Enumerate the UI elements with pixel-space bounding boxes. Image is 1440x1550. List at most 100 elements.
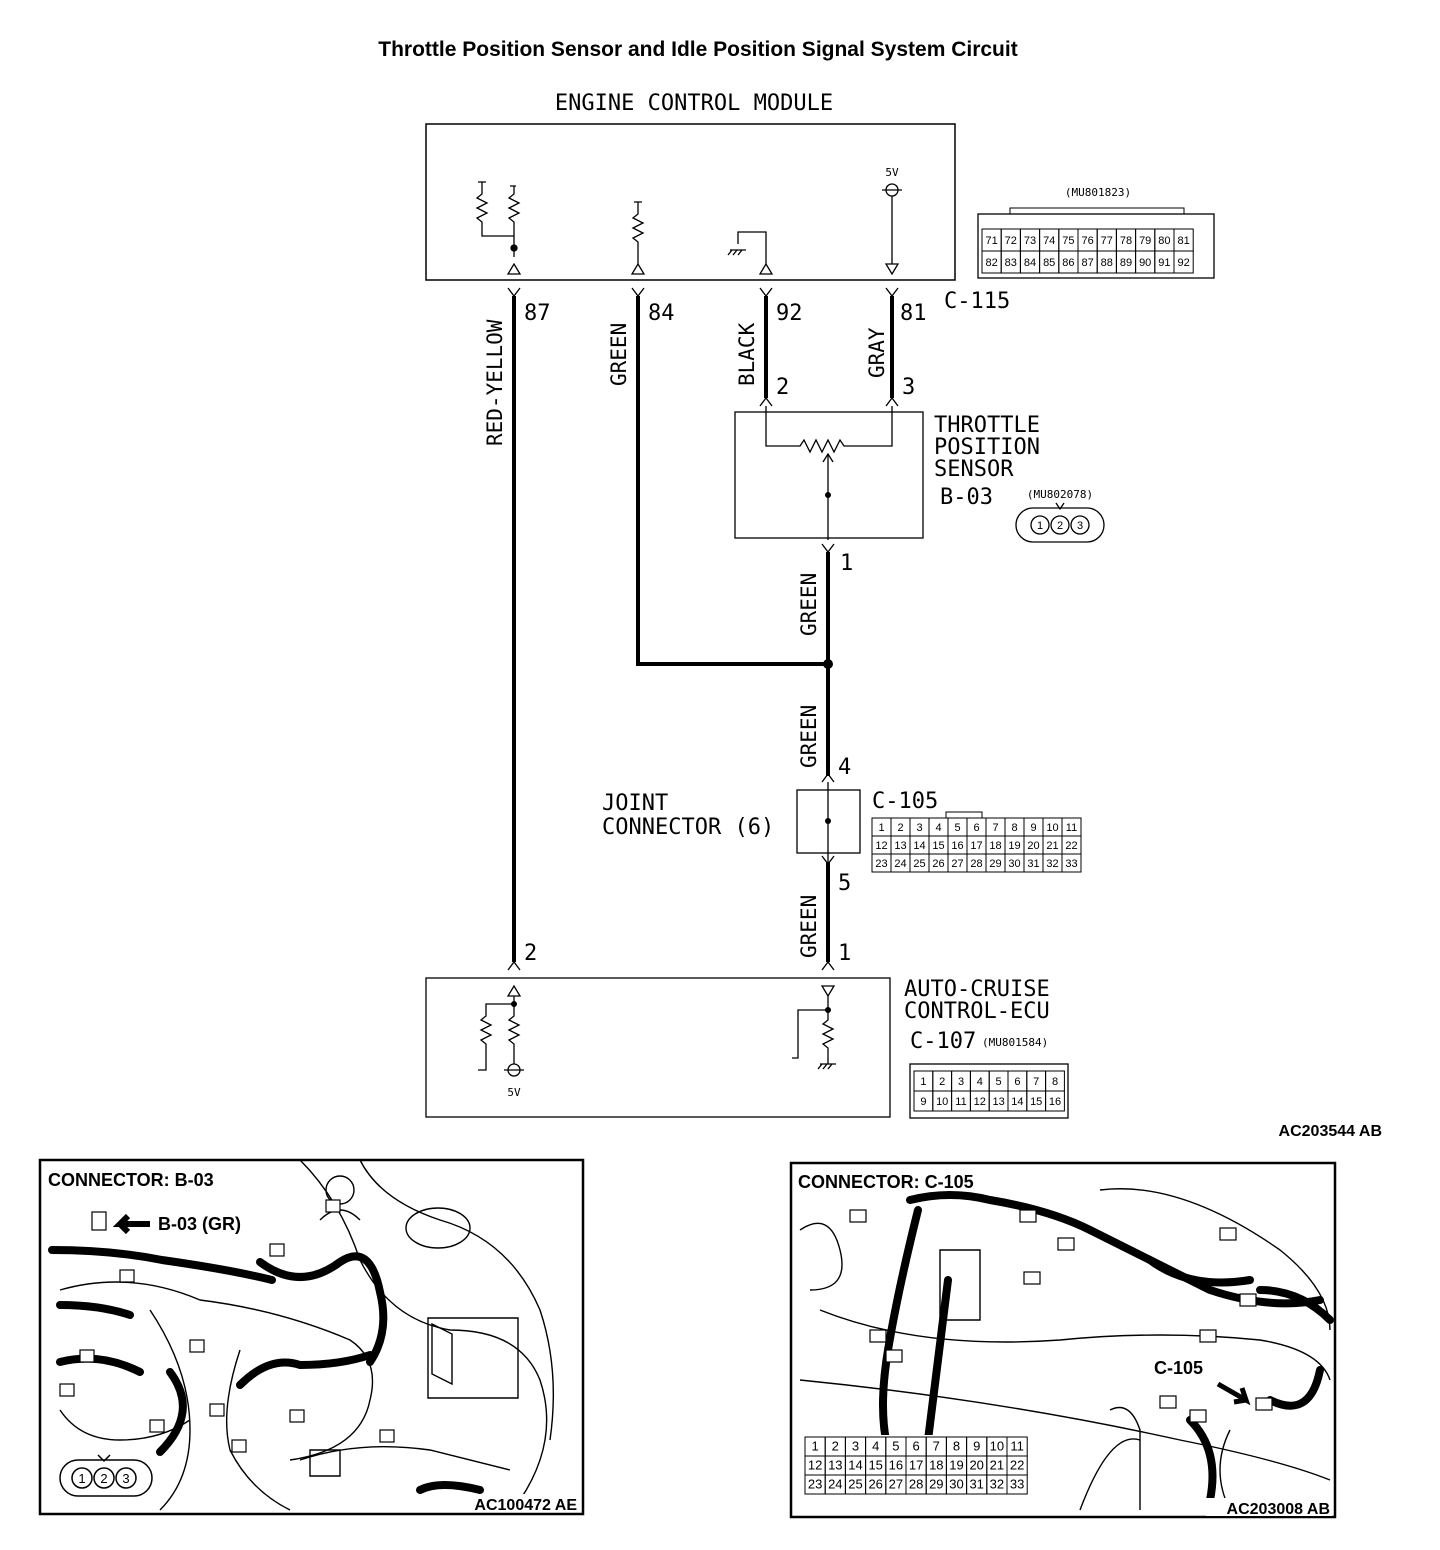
joint-connector-pin-label: 23 [875,858,887,870]
ecm-connector-pin-label: 78 [1120,235,1132,247]
ecm-internal-circuit [475,181,902,276]
joint-connector-pin-label: 26 [932,858,944,870]
c105-panel-connector-pin-label: 32 [990,1477,1004,1492]
wire-label-red-yellow: RED-YELLOW [483,319,507,446]
acc-5v-label: 5V [507,1086,521,1099]
joint-connector-pin-label: 33 [1065,858,1077,870]
acc-connector-pin-label: 1 [920,1076,926,1088]
joint-connector-pin-label: 25 [913,858,925,870]
ecm-connector-pin-label: 73 [1024,235,1036,247]
ecm-terminal-marks [507,287,899,298]
c105-panel-connector-pin-label: 19 [949,1458,963,1473]
joint-connector-pin-label: 13 [894,840,906,852]
tps-face-pin-3: 3 [1077,520,1083,532]
ecm-connector-pin-label: 76 [1081,235,1093,247]
joint-connector-pin-label: 8 [1011,822,1017,834]
c105-panel-connector-pin-label: 13 [828,1458,842,1473]
acc-connector-pin-label: 14 [1011,1096,1023,1108]
tps-face-pin-1: 1 [1037,520,1043,532]
acc-connector-pin-label: 6 [1014,1076,1020,1088]
tps-pin-1: 1 [840,551,853,576]
joint-pin-5: 5 [838,871,851,896]
c105-panel-connector-cell [1006,1474,1028,1495]
joint-connector-pin-label: 14 [913,840,925,852]
joint-connector-pin-label: 30 [1008,858,1020,870]
ecm-connector-pin-label: 85 [1043,257,1055,269]
ecm-connector-pin-label: 75 [1062,235,1074,247]
b03-face-pin-3: 3 [122,1471,129,1486]
acc-connector-pin-label: 11 [955,1096,966,1108]
ecm-part-number: (MU801823) [1065,186,1131,199]
c105-panel-connector-pin-label: 9 [973,1439,980,1454]
wire-label-gray: GRAY [865,327,889,378]
c105-panel-connector-pin-label: 24 [828,1477,842,1492]
wire-label-green-tps: GREEN [797,573,821,636]
c105-panel-connector-pin-label: 30 [949,1477,963,1492]
acc-connector-id: C-107 [910,1029,976,1054]
c105-panel-connector-pin-label: 22 [1010,1458,1024,1473]
joint-connector-pin-label: 17 [970,840,982,852]
page-title: Throttle Position Sensor and Idle Positi… [378,38,1017,61]
ecm-connector-pin-label: 81 [1177,235,1189,247]
c105-panel-connector-pin-label: 12 [808,1458,822,1473]
c105-panel-reference: AC203008 AB [1227,1501,1330,1518]
joint-connector-pin-label: 31 [1027,858,1039,870]
c105-panel-connector-pin-label: 23 [808,1477,822,1492]
c105-panel-connector-pin-label: 3 [852,1439,859,1454]
c105-panel-connector-pin-label: 28 [909,1477,923,1492]
joint-connector-pin-label: 29 [989,858,1001,870]
acc-connector-pin-label: 7 [1033,1076,1039,1088]
c105-panel-connector-pin-label: 20 [969,1458,983,1473]
joint-connector-id: C-105 [872,789,938,814]
c105-panel-connector-pin-label: 5 [892,1439,899,1454]
joint-connector-pin-label: 27 [951,858,963,870]
c105-panel-connector-pin-label: 11 [1010,1439,1024,1454]
tps-label-3: SENSOR [934,457,1014,482]
c105-panel-connector-pin-label: 1 [811,1439,818,1454]
ecm-pin-92: 92 [776,301,803,326]
wire-label-green-84: GREEN [607,323,631,386]
acc-label-1: AUTO-CRUISE [904,977,1050,1002]
acc-internal-circuit [478,984,836,1077]
b03-face-pin-2: 2 [100,1471,107,1486]
c105-panel-connector-pin-label: 17 [909,1458,923,1473]
c105-panel-connector-pin-label: 16 [889,1458,903,1473]
joint-connector-pin-label: 3 [916,822,922,834]
ecm-connector-pin-label: 92 [1177,257,1189,269]
c105-panel-connector-pin-label: 14 [848,1458,862,1473]
c105-panel-connector-pin-label: 15 [868,1458,882,1473]
joint-connector-pin-label: 19 [1008,840,1020,852]
joint-label-1: JOINT [602,791,668,816]
joint-connector-pin-label: 12 [875,840,887,852]
ecm-connector-pin-label: 82 [985,257,997,269]
ecm-connector-pin-label: 90 [1139,257,1151,269]
wire-label-black: BLACK [735,322,759,386]
joint-connector-pin-label: 7 [992,822,998,834]
c105-panel-connector-pin-label: 2 [832,1439,839,1454]
acc-connector-pin-label: 15 [1030,1096,1042,1108]
joint-connector-pin-label: 5 [954,822,960,834]
acc-part-number: (MU801584) [982,1036,1048,1049]
joint-connector-pin-label: 32 [1046,858,1058,870]
tps-label-1: THROTTLE [934,413,1040,438]
c105-panel-connector-pin-label: 7 [933,1439,940,1454]
ecm-label: ENGINE CONTROL MODULE [555,91,833,116]
b03-panel-title: CONNECTOR: B-03 [48,1170,214,1190]
joint-connector-pin-label: 24 [894,858,906,870]
acc-pin-2: 2 [524,941,537,966]
ecm-pin-81: 81 [900,301,927,326]
tps-part-number: (MU802078) [1027,488,1093,501]
joint-connector-pin-label: 20 [1027,840,1039,852]
tps-label-2: POSITION [934,435,1040,460]
ecm-connector-pin-label: 79 [1139,235,1151,247]
joint-connector-pin-label: 11 [1066,822,1077,834]
ecm-connector-pin-label: 71 [985,235,997,247]
joint-connector-pin-label: 28 [970,858,982,870]
tps-face-pin-2: 2 [1057,520,1063,532]
ecm-connector-pin-label: 89 [1120,257,1132,269]
c105-panel-connector-pin-label: 18 [929,1458,943,1473]
joint-connector-pin-label: 10 [1046,822,1058,834]
acc-pin-1: 1 [838,941,851,966]
